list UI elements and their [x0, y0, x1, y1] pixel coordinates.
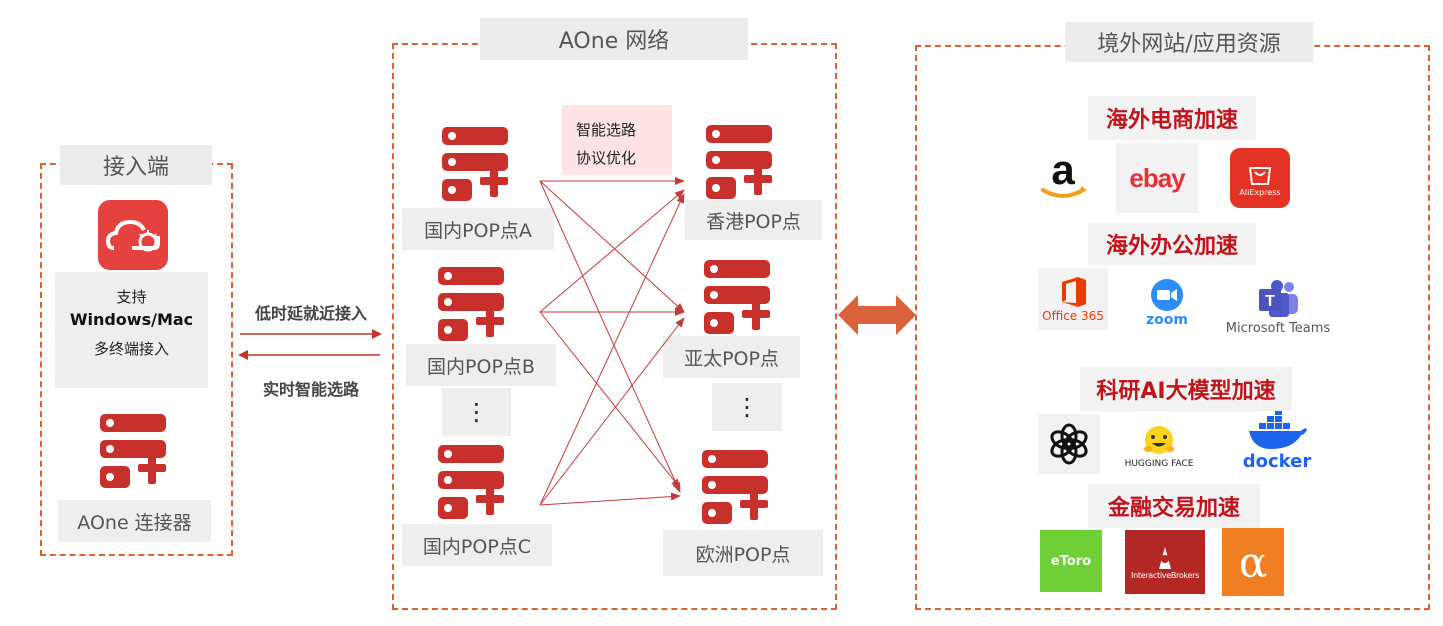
category-ecommerce: 海外电商加速 — [1088, 96, 1256, 140]
huggingface-logo-text: HUGGING FACE — [1124, 459, 1194, 469]
interactive-brokers-logo[interactable]: InteractiveBrokers — [1125, 530, 1205, 594]
apac-pop-server-icon — [704, 260, 770, 334]
zoom-logo[interactable]: zoom — [1134, 278, 1200, 328]
etoro-logo-text: eToro — [1050, 553, 1092, 569]
aliexpress-logo[interactable]: AliExpress — [1230, 148, 1290, 208]
pop-a-label: 国内POP点A — [402, 208, 554, 250]
ebay-logo[interactable]: ebay — [1116, 143, 1198, 213]
svg-text:a: a — [1051, 146, 1075, 193]
resources-section-title: 境外网站/应用资源 — [1065, 22, 1313, 62]
eu-pop-server-icon — [702, 450, 768, 524]
link-b-hk — [539, 189, 685, 313]
client-app-icon[interactable] — [98, 200, 168, 270]
arrow-bottom-label: 实时智能选路 — [262, 380, 359, 399]
routing-note: 智能选路 协议优化 — [562, 105, 672, 175]
apac-pop-label: 亚太POP点 — [663, 336, 800, 378]
amazon-logo[interactable]: a — [1030, 145, 1096, 207]
alpha-logo-text: α — [1238, 537, 1268, 587]
teams-logo[interactable]: T Microsoft Teams — [1222, 275, 1334, 339]
hk-pop-server-icon — [706, 125, 772, 199]
hk-pop-label: 香港POP点 — [685, 200, 822, 240]
office365-logo-text: Office 365 — [1042, 309, 1104, 323]
left-ellipsis: ⋮ — [442, 388, 511, 436]
bidirectional-arrows — [238, 329, 382, 360]
aliexpress-logo-text: AliExpress — [1239, 187, 1281, 197]
link-c-apac — [539, 317, 685, 506]
ebay-logo-text: ebay — [1129, 162, 1185, 193]
pop-b-server-icon — [438, 267, 504, 341]
zoom-logo-text: zoom — [1146, 312, 1188, 328]
right-ellipsis: ⋮ — [712, 383, 782, 431]
svg-text:T: T — [1265, 293, 1275, 310]
connector-server-icon — [100, 414, 166, 488]
category-office: 海外办公加速 — [1088, 223, 1256, 265]
huggingface-logo[interactable]: HUGGING FACE — [1118, 418, 1200, 474]
support-line-2: Windows/Mac — [69, 310, 194, 329]
docker-logo[interactable]: docker — [1236, 408, 1318, 474]
link-a-apac — [539, 180, 685, 313]
network-section-title: AOne 网络 — [480, 18, 748, 60]
pop-b-label: 国内POP点B — [406, 344, 556, 386]
link-c-hk — [539, 193, 685, 506]
teams-logo-text: Microsoft Teams — [1225, 320, 1331, 336]
pop-a-server-icon — [442, 127, 508, 201]
link-a-eu — [539, 180, 681, 493]
category-ai: 科研AI大模型加速 — [1080, 367, 1292, 411]
support-line-3: 多终端接入 — [93, 340, 169, 358]
routing-note-line-1: 智能选路 — [576, 121, 637, 139]
alpha-logo[interactable]: α — [1222, 528, 1284, 596]
office365-logo[interactable]: Office 365 — [1038, 268, 1108, 330]
eu-pop-label: 欧洲POP点 — [663, 530, 823, 576]
link-c-eu — [539, 492, 681, 506]
connector-label: AOne 连接器 — [58, 500, 211, 542]
link-b-eu — [539, 311, 681, 489]
etoro-logo[interactable]: eToro — [1040, 530, 1102, 592]
pop-c-server-icon — [438, 445, 504, 519]
support-line-1: 支持 — [116, 288, 147, 306]
pop-c-label: 国内POP点C — [402, 524, 552, 566]
access-section-title: 接入端 — [60, 145, 212, 185]
interactive-brokers-logo-text: InteractiveBrokers — [1131, 570, 1199, 580]
category-finance: 金融交易加速 — [1088, 484, 1260, 528]
arrow-top-label: 低时延就近接入 — [254, 304, 367, 323]
openai-logo[interactable] — [1038, 414, 1100, 474]
docker-logo-text: docker — [1242, 450, 1312, 472]
double-arrow-icon — [838, 295, 916, 335]
routing-note-line-2: 协议优化 — [576, 149, 637, 167]
support-info-box: 支持 Windows/Mac 多终端接入 — [55, 272, 208, 388]
